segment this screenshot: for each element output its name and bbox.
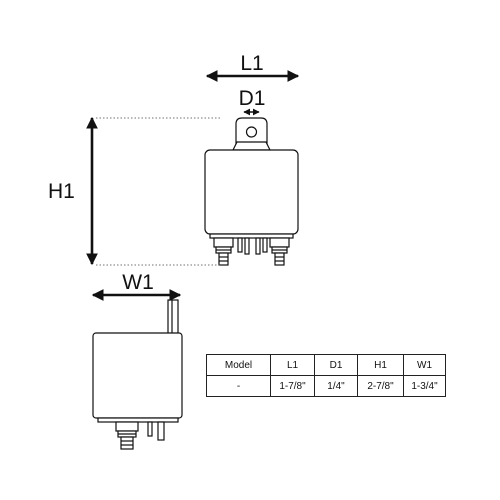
header-h1: H1 [357, 354, 404, 376]
side-spade-terminal-1 [147, 421, 153, 437]
side-spade-terminal-2 [157, 421, 165, 441]
spade-terminal-3 [255, 237, 261, 255]
spade-terminal-2 [244, 237, 250, 255]
cell-h1: 2-7/8" [357, 375, 404, 397]
d1-label: D1 [239, 87, 266, 110]
relay-body-front [204, 149, 299, 235]
header-w1: W1 [403, 354, 446, 376]
l1-label: L1 [240, 52, 263, 75]
stud-terminal-left [213, 237, 234, 266]
spade-terminal-1 [237, 237, 243, 253]
cell-model: - [206, 375, 271, 397]
relay-body-side [92, 332, 183, 419]
side-view [92, 299, 183, 450]
body-flange-front [209, 233, 294, 239]
side-bracket [167, 299, 179, 339]
spec-table-header-row: Model L1 D1 H1 W1 [206, 354, 446, 376]
spade-terminal-4 [262, 237, 268, 253]
side-stud-terminal [115, 421, 139, 450]
cell-l1: 1-7/8" [270, 375, 315, 397]
stud-terminal-right [269, 237, 290, 266]
header-l1: L1 [270, 354, 315, 376]
header-model: Model [206, 354, 271, 376]
w1-label: W1 [122, 271, 154, 294]
cell-w1: 1-3/4" [403, 375, 446, 397]
h1-label: H1 [48, 180, 75, 203]
cell-d1: 1/4" [314, 375, 358, 397]
body-flange-side [97, 417, 179, 423]
table-row: - 1-7/8" 1/4" 2-7/8" 1-3/4" [206, 375, 446, 397]
mounting-hole [245, 126, 258, 138]
tab-base [232, 141, 271, 151]
spec-table: Model L1 D1 H1 W1 - 1-7/8" 1/4" 2-7/8" 1… [206, 354, 446, 397]
front-view [204, 117, 299, 266]
header-d1: D1 [314, 354, 358, 376]
